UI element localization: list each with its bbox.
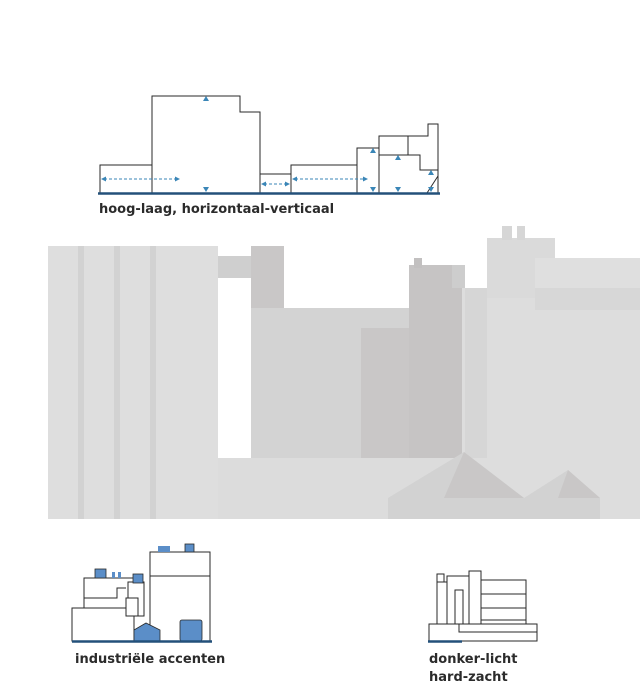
caption-height-direction: hoog-laag, horizontaal-verticaal [99, 202, 335, 217]
contrast-diagram [428, 570, 538, 643]
step-block [356, 147, 380, 194]
accent-roof-box-left [94, 568, 107, 579]
right-complex-detail [379, 154, 438, 171]
contrast-tower [468, 570, 482, 625]
faded-factory-photo [48, 226, 640, 519]
caption-hard-soft: hard-zacht [429, 670, 508, 685]
industrial-accents-diagram [71, 543, 212, 643]
caption-industrial-accents: industriële accenten [75, 652, 226, 667]
caption-dark-light: donker-licht [429, 652, 518, 667]
contrast-light-block [480, 579, 527, 633]
height-direction-diagram [98, 95, 440, 195]
vertical-marker-bottom [203, 187, 209, 192]
right-complex [378, 123, 439, 194]
vertical-marker-top [203, 96, 209, 101]
right-complex-slope [426, 175, 439, 194]
tall-block [151, 95, 261, 194]
accent-roof-box-top [184, 543, 195, 553]
